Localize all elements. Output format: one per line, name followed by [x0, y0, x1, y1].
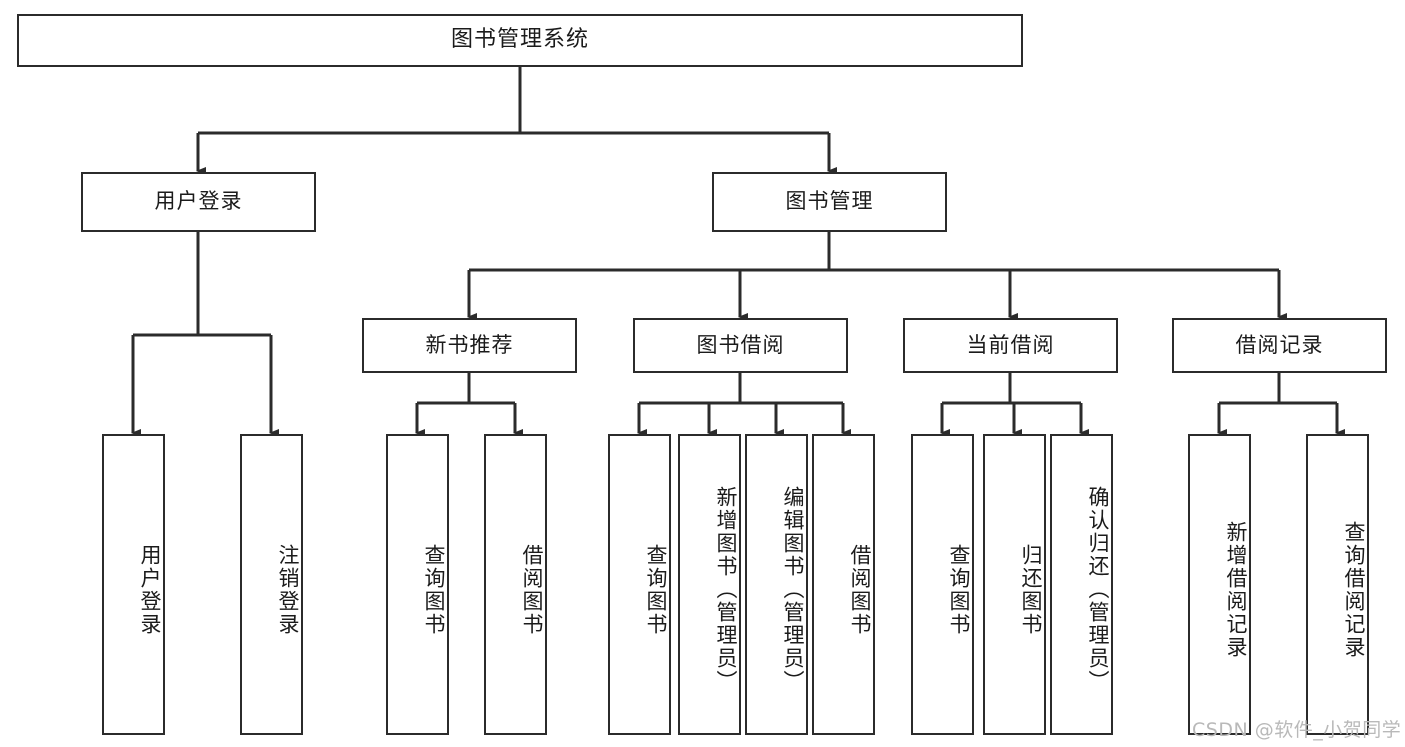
- watermark: CSDN @软件_小贺同学: [1192, 719, 1402, 741]
- node-label: 归还图书: [1019, 543, 1043, 636]
- node-label: 用户登录: [154, 189, 243, 214]
- node-leaf-borrow-book-2[interactable]: 借阅图书: [812, 434, 875, 735]
- node-leaf-confirm-return[interactable]: 确认归还（管理员）: [1050, 434, 1113, 735]
- node-label: 图书借阅: [696, 332, 785, 357]
- node-label: 图书管理: [785, 189, 874, 214]
- edge-paths: [131, 67, 1345, 437]
- node-current-borrow[interactable]: 当前借阅: [903, 318, 1118, 373]
- node-label: 新增借阅记录: [1224, 520, 1248, 659]
- node-label: 查询图书: [422, 543, 446, 636]
- node-leaf-return-book[interactable]: 归还图书: [983, 434, 1046, 735]
- node-label: 借阅图书: [848, 543, 872, 636]
- node-leaf-add-borrow-record[interactable]: 新增借阅记录: [1188, 434, 1251, 735]
- node-label: 查询借阅记录: [1342, 520, 1366, 659]
- node-label: 借阅记录: [1235, 332, 1324, 357]
- node-user-login[interactable]: 用户登录: [81, 172, 316, 232]
- node-label: 新书推荐: [425, 332, 514, 357]
- node-label: 借阅图书: [520, 543, 544, 636]
- node-new-book-recommend[interactable]: 新书推荐: [362, 318, 577, 373]
- node-leaf-query-book-3[interactable]: 查询图书: [911, 434, 974, 735]
- node-label: 注销登录: [276, 543, 300, 636]
- node-label: 当前借阅: [966, 332, 1055, 357]
- node-root[interactable]: 图书管理系统: [17, 14, 1023, 67]
- node-leaf-logout[interactable]: 注销登录: [240, 434, 303, 735]
- node-book-manage[interactable]: 图书管理: [712, 172, 947, 232]
- node-leaf-user-login[interactable]: 用户登录: [102, 434, 165, 735]
- node-label: 新增图书（管理员）: [714, 486, 738, 693]
- node-leaf-query-book-1[interactable]: 查询图书: [386, 434, 449, 735]
- node-label: 编辑图书（管理员）: [781, 486, 805, 693]
- node-leaf-query-book-2[interactable]: 查询图书: [608, 434, 671, 735]
- node-leaf-add-book[interactable]: 新增图书（管理员）: [678, 434, 741, 735]
- node-label: 查询图书: [947, 543, 971, 636]
- node-leaf-edit-book[interactable]: 编辑图书（管理员）: [745, 434, 808, 735]
- node-book-borrow[interactable]: 图书借阅: [633, 318, 848, 373]
- node-leaf-borrow-book-1[interactable]: 借阅图书: [484, 434, 547, 735]
- node-label: 用户登录: [138, 543, 162, 636]
- node-borrow-record[interactable]: 借阅记录: [1172, 318, 1387, 373]
- node-leaf-query-borrow-record[interactable]: 查询借阅记录: [1306, 434, 1369, 735]
- node-label: 确认归还（管理员）: [1086, 486, 1110, 693]
- node-label: 图书管理系统: [450, 27, 589, 53]
- node-label: 查询图书: [644, 543, 668, 636]
